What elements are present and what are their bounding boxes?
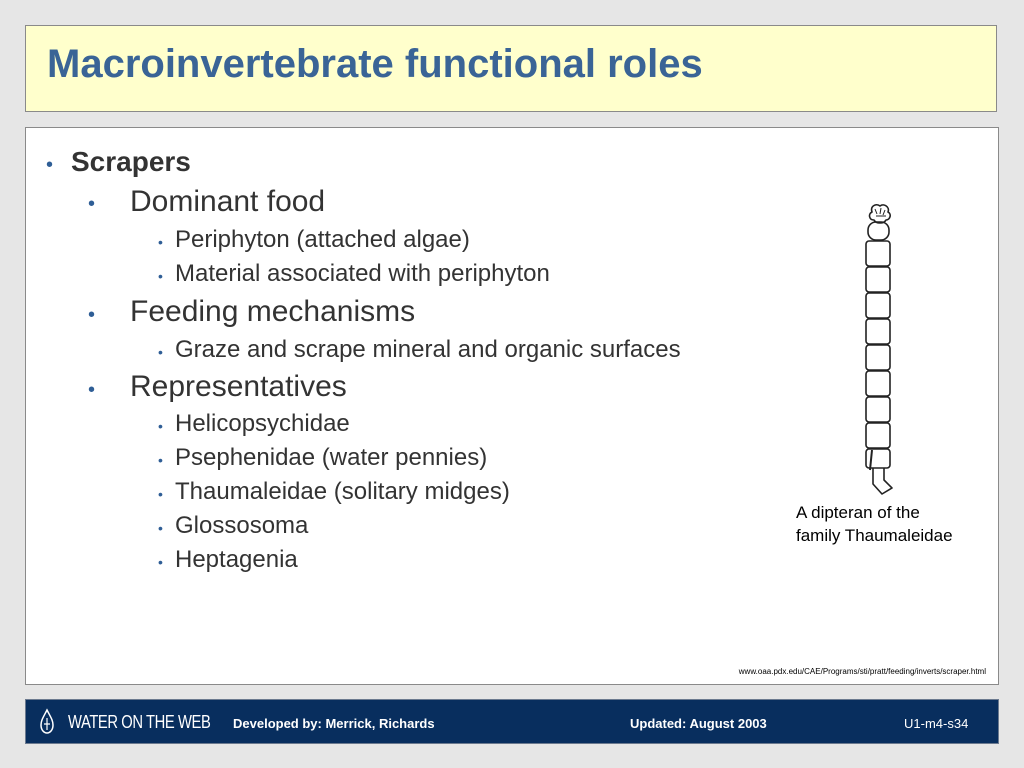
bullet-icon: • bbox=[158, 486, 163, 502]
section-label: Dominant food bbox=[130, 185, 326, 218]
bullet-icon: • bbox=[158, 268, 163, 284]
list-item: Thaumaleidae (solitary midges) bbox=[175, 478, 510, 505]
figure-caption: A dipteran of the family Thaumaleidae bbox=[796, 501, 996, 547]
bullet-icon: • bbox=[88, 379, 96, 401]
footer-bar: WATER ON THE WEB Developed by: Merrick, … bbox=[25, 699, 999, 744]
list-item: Psephenidae (water pennies) bbox=[175, 444, 488, 471]
bullet-icon: • bbox=[158, 344, 163, 360]
footer-updated: Updated: August 2003 bbox=[630, 716, 767, 731]
content-panel: • Scrapers • Dominant food • Periphyton … bbox=[25, 127, 999, 685]
bullet-icon: • bbox=[158, 520, 163, 536]
title-banner: Macroinvertebrate functional roles bbox=[25, 25, 997, 112]
bullet-icon: • bbox=[158, 418, 163, 434]
list-item: Glossosoma bbox=[175, 512, 309, 539]
footer-logo-text: WATER ON THE WEB bbox=[68, 712, 211, 732]
footer-slide-id: U1-m4-s34 bbox=[904, 716, 969, 731]
bullet-icon: • bbox=[158, 554, 163, 570]
list-item: Periphyton (attached algae) bbox=[175, 226, 470, 253]
caption-line: family Thaumaleidae bbox=[796, 526, 953, 545]
list-item: Material associated with periphyton bbox=[175, 260, 550, 287]
heading-scrapers: Scrapers bbox=[71, 146, 191, 177]
footer-developed-by: Developed by: Merrick, Richards bbox=[233, 716, 435, 731]
slide-title: Macroinvertebrate functional roles bbox=[47, 42, 703, 86]
list-item: Graze and scrape mineral and organic sur… bbox=[175, 336, 681, 363]
water-drop-logo-icon bbox=[40, 708, 54, 734]
bullet-icon: • bbox=[158, 234, 163, 250]
list-item: Helicopsychidae bbox=[175, 410, 350, 437]
bullet-icon: • bbox=[88, 304, 96, 326]
dipteran-larva-illustration bbox=[865, 204, 893, 495]
bullet-icon: • bbox=[158, 452, 163, 468]
bullet-icon: • bbox=[46, 154, 54, 176]
bullet-icon: • bbox=[88, 193, 96, 215]
list-item: Heptagenia bbox=[175, 546, 298, 573]
source-url[interactable]: www.oaa.pdx.edu/CAE/Programs/sti/pratt/f… bbox=[738, 667, 986, 676]
section-label: Representatives bbox=[130, 370, 347, 403]
section-label: Feeding mechanisms bbox=[130, 295, 416, 328]
caption-line: A dipteran of the bbox=[796, 503, 920, 522]
